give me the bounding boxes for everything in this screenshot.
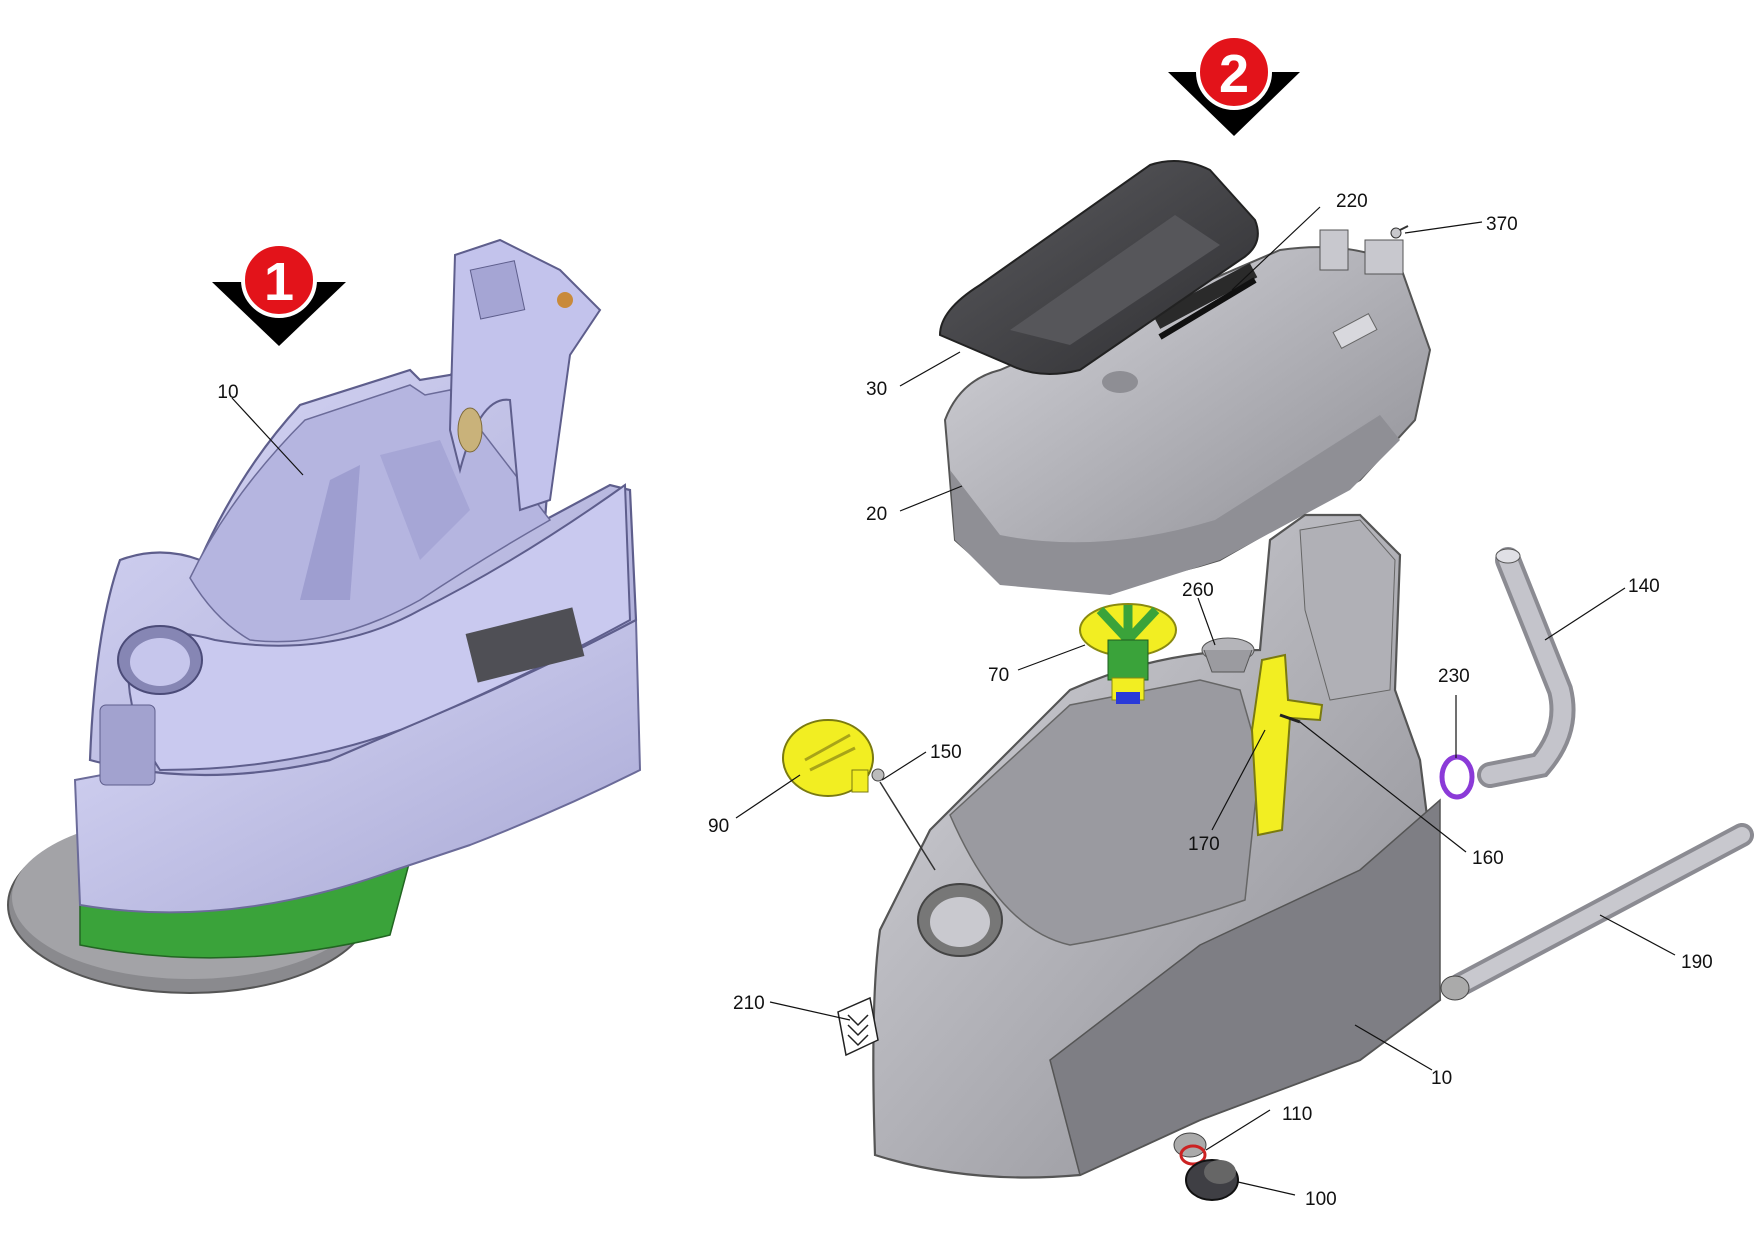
leader-line-a2-260: [1197, 597, 1216, 646]
callout-a2-210: 210: [733, 993, 765, 1014]
part-260-filter-basket: [1201, 637, 1255, 673]
part-100-drain-nut: [1185, 1159, 1239, 1201]
leader-line-a2-10: [1354, 1024, 1433, 1071]
callout-a2-190: 190: [1681, 952, 1713, 973]
callout-a2-70: 70: [988, 665, 1009, 686]
callout-a2-140: 140: [1628, 576, 1660, 597]
part-190-suction-tube: [1440, 823, 1754, 1001]
leader-line-a2-170: [1211, 729, 1266, 831]
callout-a2-110: 110: [1282, 1104, 1312, 1125]
part-30-lid: [938, 160, 1259, 375]
part-160-rod: [1279, 713, 1301, 724]
assembly-badge-2-number: 2: [1219, 44, 1249, 104]
leader-line-a1-10: [231, 397, 304, 476]
leader-line-a2-70: [1017, 644, 1086, 671]
part-370-screw: [1390, 225, 1409, 239]
leader-line-a2-160: [1299, 721, 1467, 853]
leader-line-a2-20: [899, 485, 963, 512]
callout-a2-220: 220: [1336, 191, 1368, 212]
part-230-hose-clamp: [1439, 754, 1475, 800]
leader-line-a2-150: [881, 751, 927, 781]
callout-a1-10: 10: [217, 382, 238, 403]
callout-a2-160: 160: [1472, 848, 1504, 869]
callout-a2-370: 370: [1486, 214, 1518, 235]
leader-line-a2-190: [1599, 914, 1676, 956]
part-210-warning-label: [837, 996, 879, 1057]
leader-line-a2-220: [1231, 206, 1321, 291]
assembly-badge-1-number: 1: [264, 252, 294, 312]
part-110-o-ring: [1179, 1144, 1207, 1166]
part-10-front-cover: [1049, 798, 1441, 1177]
part-150-retaining-chain: [871, 768, 936, 871]
assembly-badge-1: 1: [212, 242, 346, 346]
callout-a2-90: 90: [708, 816, 729, 837]
leader-line-a2-140: [1544, 587, 1626, 641]
leader-line-a2-370: [1404, 221, 1483, 234]
part-90-filler-cap: [782, 719, 874, 797]
assembly-2-group: 2: [708, 34, 1754, 1210]
leader-line-a2-210: [769, 1001, 851, 1021]
assembly-badge-2: 2: [1168, 34, 1300, 136]
callout-a2-150: 150: [930, 742, 962, 763]
callout-a2-20: 20: [866, 504, 887, 525]
leader-line-a2-110: [1205, 1109, 1271, 1151]
part-70-float-valve: [1079, 603, 1177, 704]
callout-a2-10: 10: [1431, 1068, 1452, 1089]
callout-a2-260: 260: [1182, 580, 1214, 601]
leader-line-a2-90: [735, 774, 801, 819]
callout-a2-30: 30: [866, 379, 887, 400]
assembly-1-group: 1 10: [7, 238, 642, 994]
leader-line-a2-30: [899, 351, 961, 387]
leader-line-a2-100: [1237, 1181, 1296, 1196]
part-170-lever: [1250, 653, 1324, 837]
callout-a2-170: 170: [1188, 834, 1220, 855]
part-220-seal-strip: [1158, 277, 1257, 340]
callout-a2-230: 230: [1438, 666, 1470, 687]
part-140-hose-bend: [1477, 547, 1576, 788]
callout-a2-100: 100: [1305, 1189, 1337, 1210]
